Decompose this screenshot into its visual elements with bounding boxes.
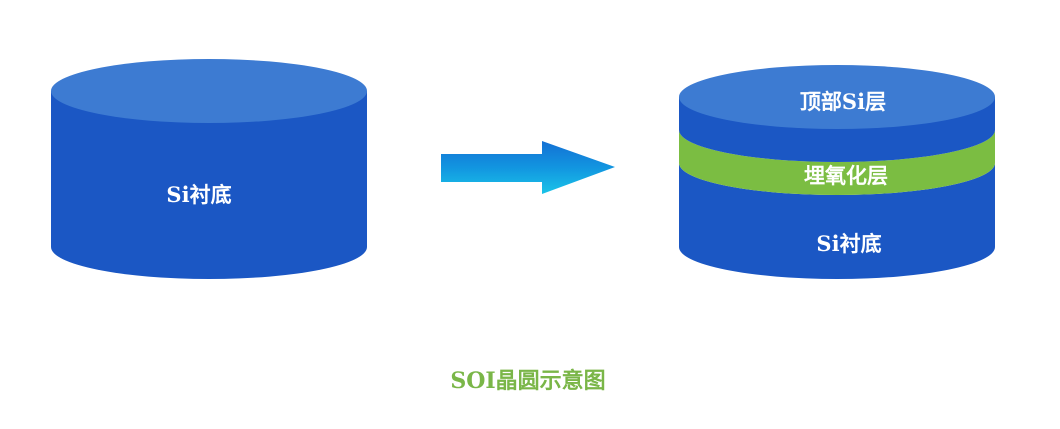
left-wafer-label: Si衬底 xyxy=(166,182,232,207)
si-substrate-layer-label: Si衬底 xyxy=(816,231,882,256)
si-substrate-layer xyxy=(679,163,995,279)
right-arrow-icon xyxy=(441,141,615,194)
right-wafer-cylinder xyxy=(679,65,995,279)
left-wafer-cylinder xyxy=(51,59,367,279)
buried-oxide-layer xyxy=(679,130,995,195)
top-si-layer-label: 顶部Si层 xyxy=(799,89,887,114)
diagram-caption: SOI晶圆示意图 xyxy=(450,368,606,394)
buried-oxide-layer-label: 埋氧化层 xyxy=(804,163,888,188)
